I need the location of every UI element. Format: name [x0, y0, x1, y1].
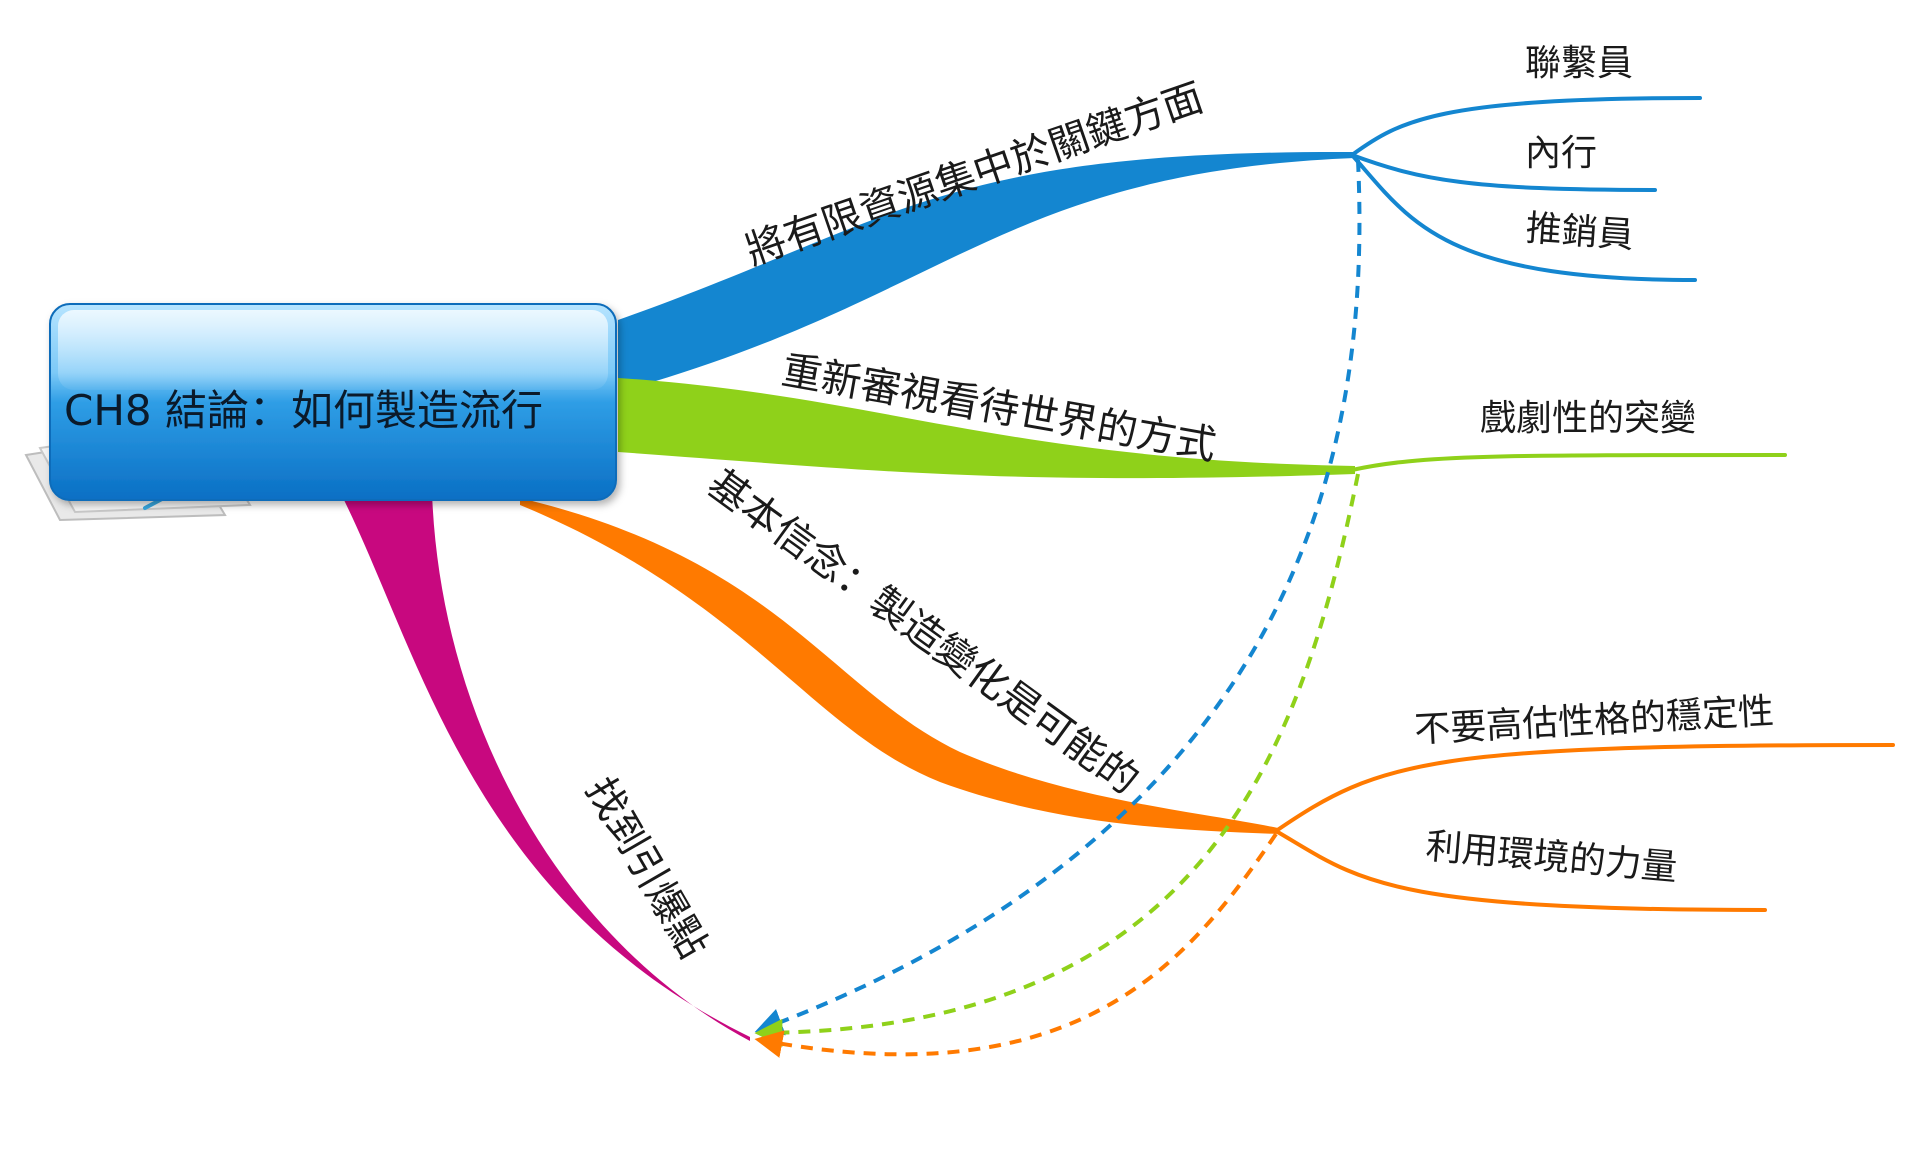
blue-child-3-label[interactable]: 推銷員	[1524, 208, 1635, 256]
relationship-arrow-blue	[754, 159, 1362, 1036]
blue-child-2-label[interactable]: 內行	[1525, 133, 1597, 174]
relationship-arrow-orange	[754, 832, 1278, 1058]
magenta-branch-label[interactable]: 找到引爆點	[576, 770, 716, 966]
orange-child-1-label[interactable]: 不要高估性格的穩定性	[1413, 691, 1775, 751]
green-child-1-label[interactable]: 戲劇性的突變	[1480, 398, 1696, 439]
blue-sub-branches	[1350, 96, 1702, 282]
blue-child-1-label[interactable]: 聯繫員	[1525, 43, 1633, 84]
green-sub-branches	[1350, 453, 1787, 472]
branch-blue-trunk	[618, 151, 1355, 392]
orange-sub-branches	[1274, 743, 1895, 912]
orange-child-2-label[interactable]: 利用環境的力量	[1424, 826, 1679, 889]
central-topic-label: CH8 結論：如何製造流行	[64, 386, 543, 435]
branch-magenta-trunk	[340, 492, 750, 1041]
central-topic[interactable]	[49, 303, 617, 501]
branch-orange-trunk	[520, 498, 1278, 834]
branch-green-trunk	[618, 378, 1355, 479]
relationship-arrow-green	[754, 473, 1360, 1047]
